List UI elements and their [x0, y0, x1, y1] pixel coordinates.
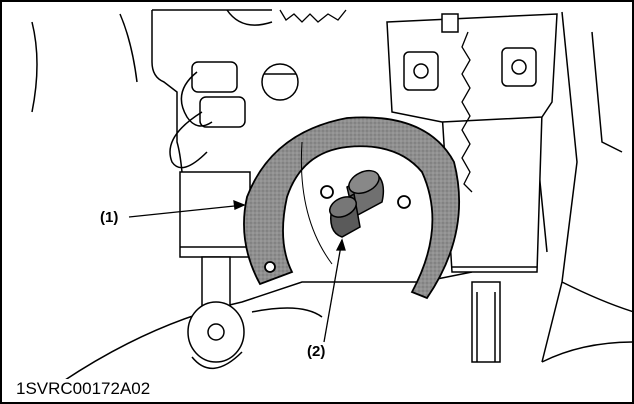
hitch-bracket: [386, 13, 558, 123]
leader-lines: [128, 199, 346, 343]
housing-lines: [31, 9, 632, 397]
pto-shaft: [329, 169, 385, 238]
pto-cover: [243, 116, 461, 300]
right-cylinder: [441, 111, 543, 363]
figure-code: 1SVRC00172A02: [12, 379, 155, 399]
callout-label-1: (1): [100, 209, 119, 226]
leader-line-2: [323, 239, 343, 343]
callout-label-2: (2): [307, 343, 326, 360]
leader-line-1: [128, 204, 245, 218]
chain: [279, 9, 473, 193]
hydraulic-couplers: [169, 61, 299, 169]
left-cylinder: [179, 171, 251, 370]
